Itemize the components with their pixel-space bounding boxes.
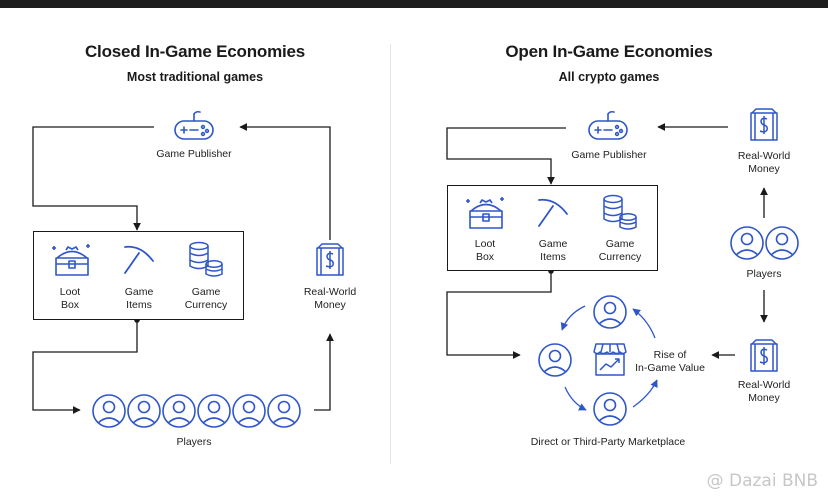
coins-icon [189,241,223,277]
top-bar [0,0,828,8]
cycle-arrow-top-left [560,305,586,331]
closed-economies-title: Closed In-Game Economies [84,42,306,61]
publisher-label: Game Publisher [156,148,232,160]
arrow-box-to-marketplace [446,271,552,359]
user-avatar-icon [593,295,627,329]
cycle-arrow-top-right [632,308,656,339]
user-avatar-icon [730,226,764,260]
arrow-box-to-players [32,320,138,414]
user-avatar-icon [267,394,301,428]
money-box-icon [750,339,778,372]
user-avatar-icon [127,394,161,428]
user-avatar-icon [765,226,799,260]
user-avatar-icon [232,394,266,428]
arrow-publisher-to-box-right [446,127,566,185]
open-economies-subtitle: All crypto games [558,70,660,84]
user-avatar-icon [593,392,627,426]
closed-economies-subtitle: Most traditional games [126,70,264,84]
players-group [92,393,304,429]
cycle-arrow-bottom-right [632,379,658,408]
players-label: Players [176,436,212,448]
user-avatar-icon [538,343,572,377]
publisher-label-right: Game Publisher [571,149,647,161]
store-chart-icon [593,343,627,376]
cycle-arrow-bottom-left [564,386,587,411]
pickaxe-icon [124,245,154,274]
watermark: @ Dazai BNB [706,471,818,491]
user-avatar-icon [92,394,126,428]
money-box-icon [750,108,778,141]
arrow-players-to-money [314,333,334,411]
gamepad-icon [588,110,628,140]
treasure-chest-icon [52,244,90,276]
gamepad-icon [174,110,214,140]
players-label-right: Players [746,268,782,280]
players-group-right [730,226,799,260]
open-economies-title: Open In-Game Economies [505,42,713,61]
user-avatar-icon [197,394,231,428]
treasure-chest-icon [466,197,504,229]
arrow-money-to-publisher [239,123,331,240]
arrow-publisher-to-box [32,126,154,231]
center-divider [390,44,391,464]
pickaxe-icon [538,198,568,227]
user-avatar-icon [162,394,196,428]
marketplace-label: Direct or Third-Party Marketplace [530,436,686,448]
money-box-icon [316,243,344,276]
coins-icon [603,194,637,230]
